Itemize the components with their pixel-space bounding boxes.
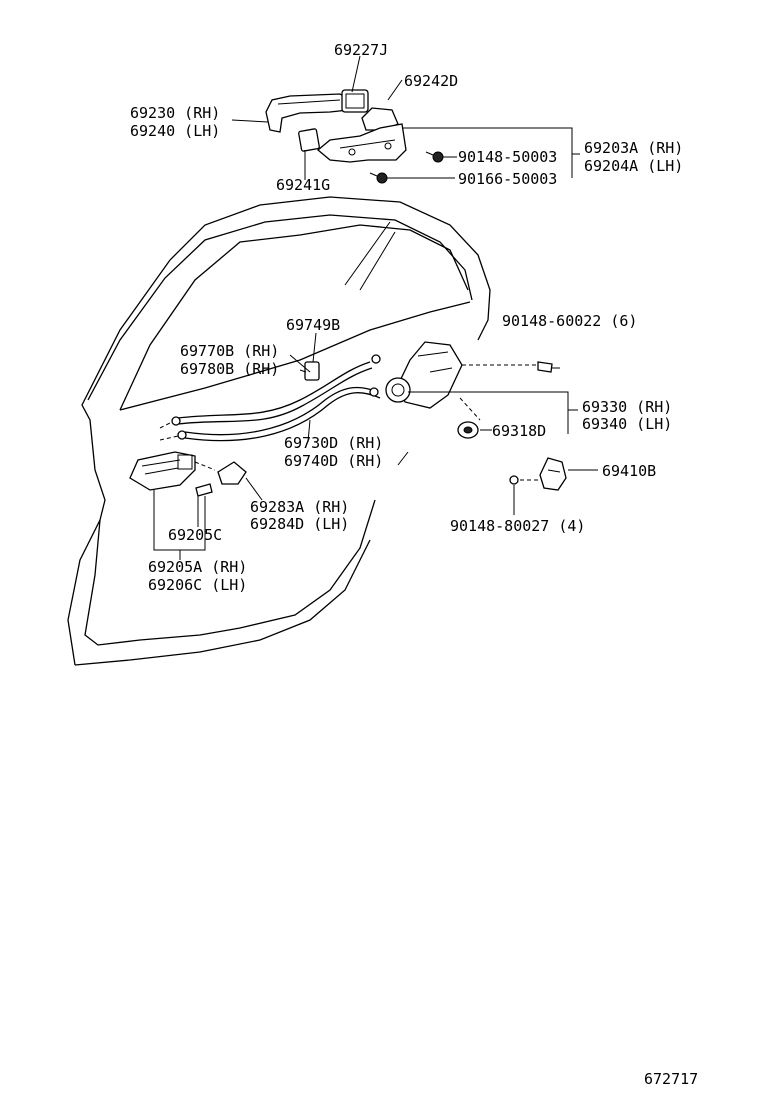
- label-90148-80027: 90148-80027 (4): [450, 517, 585, 535]
- handle-pad-part: [298, 128, 320, 152]
- leader-lines: [153, 55, 598, 560]
- outside-handle-assembly: [265, 89, 444, 184]
- label-90148-50003: 90148-50003: [458, 148, 557, 166]
- label-69770B: 69770B (RH): [180, 342, 279, 360]
- label-69318D: 69318D: [492, 422, 546, 440]
- label-69227J: 69227J: [334, 41, 388, 59]
- lock-knob-part: [217, 461, 247, 485]
- bolt-part: [369, 172, 388, 184]
- handle-cap-part: [341, 89, 369, 113]
- label-90166-50003: 90166-50003: [458, 170, 557, 188]
- label-69240: 69240 (LH): [130, 122, 220, 140]
- label-69203A: 69203A (RH): [584, 139, 683, 157]
- label-69242D: 69242D: [404, 72, 458, 90]
- label-69284D: 69284D (LH): [250, 515, 349, 533]
- lock-screw-part: [537, 361, 560, 373]
- striker-part: [539, 457, 567, 491]
- handle-cover-part: [361, 107, 399, 131]
- label-69205C: 69205C: [168, 526, 222, 544]
- handle-screw-part: [195, 483, 213, 497]
- label-69410B: 69410B: [602, 462, 656, 480]
- label-69204A: 69204A (LH): [584, 157, 683, 175]
- label-69205A: 69205A (RH): [148, 558, 247, 576]
- handle-frame-part: [316, 123, 407, 163]
- striker-screw-part: [509, 475, 540, 485]
- inside-handle-assembly: [129, 451, 247, 497]
- door-outline: [67, 196, 491, 666]
- bolt-part: [425, 151, 444, 163]
- label-69749B: 69749B: [286, 316, 340, 334]
- label-69730D: 69730D (RH): [284, 434, 383, 452]
- label-69230: 69230 (RH): [130, 104, 220, 122]
- label-69241G: 69241G: [276, 176, 330, 194]
- label-90148-60022: 90148-60022 (6): [502, 312, 637, 330]
- label-69340: 69340 (LH): [582, 415, 672, 433]
- label-69206C: 69206C (LH): [148, 576, 247, 594]
- label-69330: 69330 (RH): [582, 398, 672, 416]
- label-69283A: 69283A (RH): [250, 498, 349, 516]
- diagram-id: 672717: [644, 1070, 698, 1088]
- label-69780B: 69780B (RH): [180, 360, 279, 378]
- part-labels: 69227J 69242D 69230 (RH) 69240 (LH) 6920…: [130, 41, 698, 1088]
- cable-clip-part: [304, 361, 320, 381]
- label-69740D: 69740D (RH): [284, 452, 383, 470]
- cable-assembly: [159, 354, 381, 442]
